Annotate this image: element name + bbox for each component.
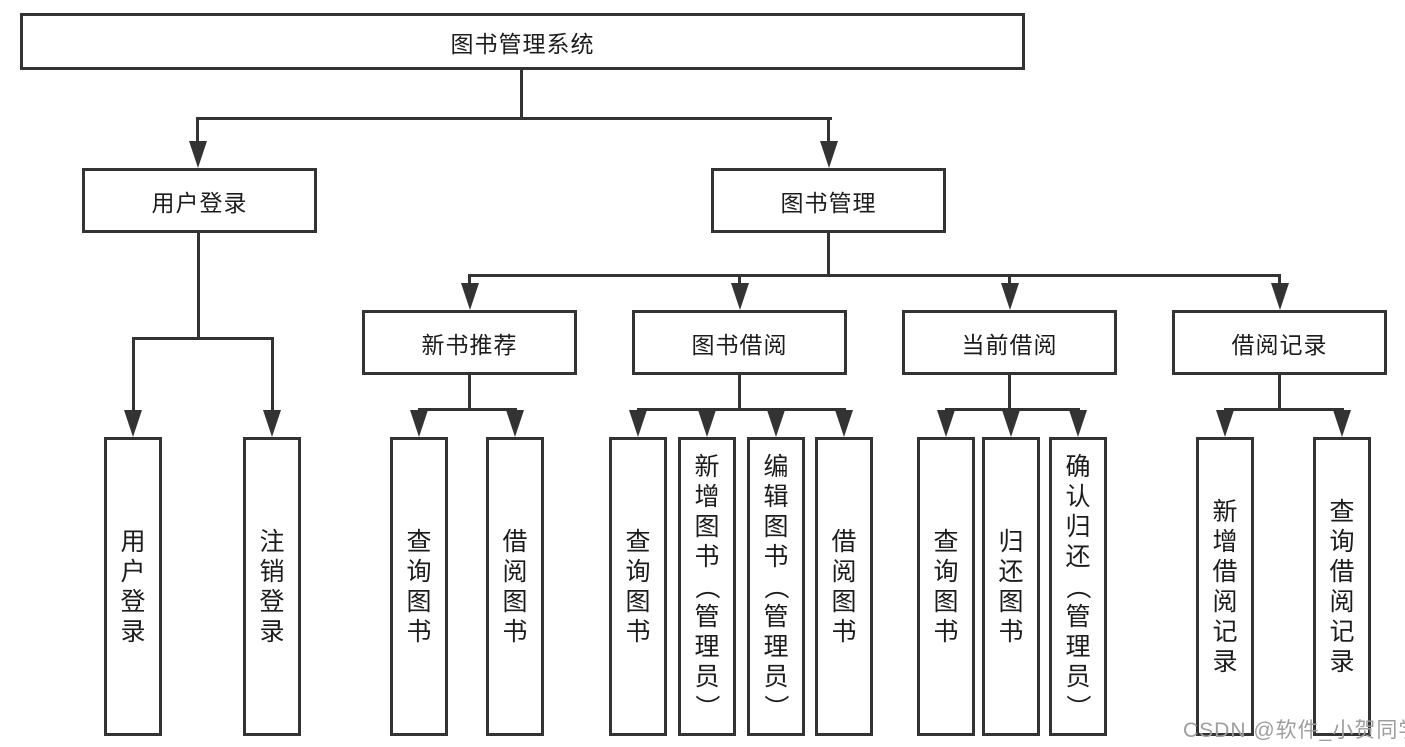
arrowhead-icon: [1333, 410, 1351, 437]
leaf-borrow-books-borrowing: 借阅图书: [815, 437, 873, 736]
arrowhead-icon: [506, 410, 524, 437]
node-book-borrowing: 图书借阅: [632, 310, 847, 375]
csdn-watermark: CSDN @软件_小贺同学: [1183, 719, 1405, 742]
node-label: 借阅图书: [502, 527, 528, 646]
arrowhead-icon: [835, 410, 853, 437]
node-label: 图书借阅: [691, 331, 788, 358]
node-label: 注销登录: [259, 527, 285, 646]
connector-line: [270, 337, 274, 410]
connector-line: [1008, 375, 1011, 408]
arrowhead-icon: [937, 410, 955, 437]
node-label: 新增图书（管理员）: [692, 452, 721, 720]
node-current-borrowing: 当前借阅: [902, 310, 1117, 375]
leaf-logout: 注销登录: [243, 437, 301, 736]
connector-line: [197, 233, 200, 337]
node-label: 借阅记录: [1231, 331, 1328, 358]
node-label: 图书管理系统: [450, 30, 595, 57]
arrowhead-icon: [730, 283, 749, 310]
connector-line: [1223, 408, 1344, 411]
leaf-confirm-return-admin: 确认归还（管理员）: [1049, 437, 1107, 736]
connector-line: [1008, 274, 1011, 283]
node-label: 查询借阅记录: [1329, 497, 1355, 676]
connector-line: [738, 375, 741, 408]
arrowhead-icon: [188, 141, 207, 168]
leaf-user-login: 用户登录: [104, 437, 162, 736]
connector-line: [196, 117, 832, 120]
arrowhead-icon: [767, 410, 785, 437]
connector-line: [417, 408, 517, 411]
node-label: 查询图书: [625, 527, 651, 646]
leaf-query-books-current: 查询图书: [917, 437, 975, 736]
connector-line: [520, 69, 523, 118]
node-label: 用户登录: [151, 189, 248, 216]
connector-line: [738, 274, 741, 283]
node-label: 新增借阅记录: [1212, 497, 1238, 676]
arrowhead-icon: [410, 410, 428, 437]
arrowhead-icon: [1216, 410, 1234, 437]
connector-line: [131, 337, 274, 340]
connector-line: [944, 408, 1080, 411]
leaf-return-books: 归还图书: [982, 437, 1040, 736]
arrowhead-icon: [1270, 283, 1289, 310]
leaf-query-books-borrowing: 查询图书: [609, 437, 667, 736]
arrowhead-icon: [629, 410, 647, 437]
node-label: 当前借阅: [961, 331, 1058, 358]
connector-line: [131, 337, 135, 410]
node-label: 查询图书: [933, 527, 959, 646]
leaf-add-books-admin: 新增图书（管理员）: [678, 437, 736, 736]
connector-line: [827, 117, 830, 144]
node-label: 新书推荐: [421, 331, 518, 358]
connector-line: [468, 375, 471, 408]
connector-line: [196, 117, 199, 144]
arrowhead-icon: [1002, 410, 1020, 437]
node-book-management: 图书管理: [711, 168, 946, 233]
leaf-add-borrow-record: 新增借阅记录: [1196, 437, 1254, 736]
connector-line: [827, 233, 830, 274]
connector-line: [468, 274, 471, 283]
arrowhead-icon: [1069, 410, 1087, 437]
arrowhead-icon: [698, 410, 716, 437]
arrowhead-icon: [124, 410, 142, 437]
node-new-book-recommendation: 新书推荐: [362, 310, 577, 375]
leaf-query-borrow-record: 查询借阅记录: [1313, 437, 1371, 736]
node-user-login: 用户登录: [82, 168, 317, 233]
node-label: 图书管理: [780, 189, 877, 216]
node-library-management-system: 图书管理系统: [20, 13, 1025, 70]
leaf-query-books-new-rec: 查询图书: [390, 437, 448, 736]
connector-line: [468, 274, 1281, 277]
node-label: 归还图书: [998, 527, 1024, 646]
connector-line: [1278, 375, 1281, 408]
arrowhead-icon: [819, 141, 838, 168]
connector-line: [636, 408, 846, 411]
node-borrowing-records: 借阅记录: [1172, 310, 1387, 375]
arrowhead-icon: [1000, 283, 1019, 310]
node-label: 用户登录: [120, 527, 146, 646]
leaf-edit-books-admin: 编辑图书（管理员）: [747, 437, 805, 736]
connector-line: [1278, 274, 1281, 283]
arrowhead-icon: [263, 410, 281, 437]
leaf-borrow-books-new-rec: 借阅图书: [486, 437, 544, 736]
node-label: 确认归还（管理员）: [1063, 452, 1092, 720]
node-label: 查询图书: [406, 527, 432, 646]
node-label: 借阅图书: [831, 527, 857, 646]
arrowhead-icon: [460, 283, 479, 310]
node-label: 编辑图书（管理员）: [761, 452, 790, 720]
